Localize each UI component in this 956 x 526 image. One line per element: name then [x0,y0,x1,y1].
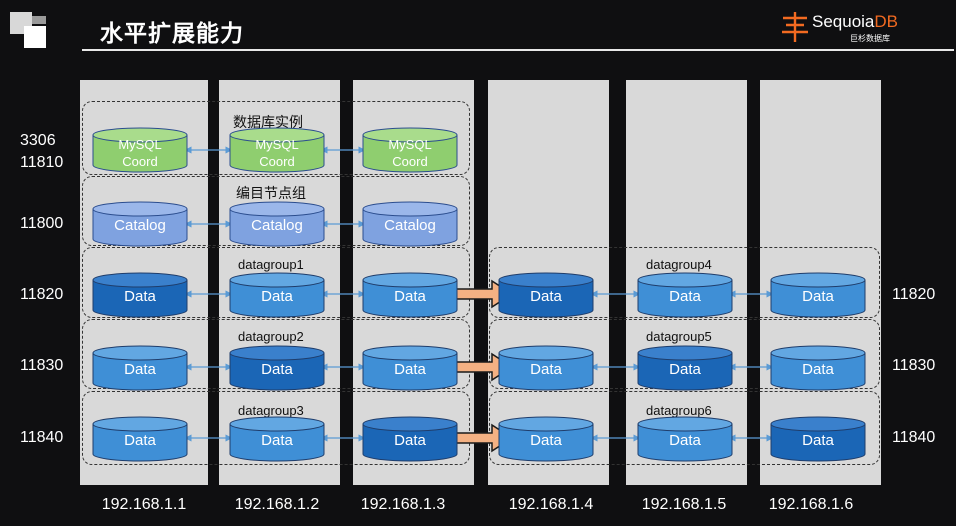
datagroup1-label: datagroup1 [238,257,304,272]
data-label: Data [124,432,156,449]
datagroup-row-3-right [489,391,880,465]
catalog-node-2: Catalog [229,201,325,247]
data-label: Data [802,432,834,449]
data-label: Data [394,432,426,449]
mysql-label: MySQL [255,137,299,152]
data-node-r3-c4: Data [498,416,594,462]
coord-label: Coord [259,154,295,169]
data-node-r2-c1: Data [92,345,188,391]
data-label: Data [530,288,562,305]
catalog-node-1: Catalog [92,201,188,247]
data-label: Data [394,288,426,305]
datagroup-row-1-left [82,247,470,318]
mysql-coord-node-3: MySQL Coord [362,127,458,173]
sequoia-tree-icon [782,12,808,42]
port-label-right-row2: 11830 [892,357,936,374]
datagroup-row-1-right [489,247,880,318]
port-label-catalog: 11800 [20,215,64,232]
host-ip-6: 192.168.1.6 [768,496,854,513]
data-node-r2-c4: Data [498,345,594,391]
datagroup3-label: datagroup3 [238,403,304,418]
data-node-r1-c2: Data [229,272,325,318]
title-underline [82,49,954,51]
port-label-data-row2: 11830 [20,357,64,374]
host-ip-4: 192.168.1.4 [508,496,594,513]
mysql-label: MySQL [388,137,432,152]
coord-label: Coord [122,154,158,169]
port-label-data-row1: 11820 [20,286,64,303]
datagroup6-label: datagroup6 [646,403,712,418]
brand-name: SequoiaDB [812,12,899,31]
data-node-r2-c2: Data [229,345,325,391]
mysql-coord-node-2: MySQL Coord [229,127,325,173]
datagroup2-label: datagroup2 [238,329,304,344]
data-node-r2-c5: Data [637,345,733,391]
db-instance-label: 数据库实例 [233,114,303,130]
mysql-coord-node-1: MySQL Coord [92,127,188,173]
host-ip-1: 192.168.1.1 [101,496,187,513]
data-node-r3-c2: Data [229,416,325,462]
host-ip-2: 192.168.1.2 [234,496,320,513]
host-ip-5: 192.168.1.5 [641,496,727,513]
data-node-r3-c6: Data [770,416,866,462]
catalog-label: Catalog [384,217,436,234]
data-label: Data [261,288,293,305]
catalog-group-label: 编目节点组 [236,185,306,201]
data-label: Data [261,361,293,378]
data-node-r3-c5: Data [637,416,733,462]
data-node-r1-c1: Data [92,272,188,318]
data-label: Data [802,361,834,378]
datagroup-row-3-left [82,391,470,465]
data-label: Data [669,432,701,449]
data-label: Data [530,432,562,449]
data-label: Data [124,288,156,305]
port-label-right-row3: 11840 [892,429,936,446]
data-label: Data [530,361,562,378]
catalog-node-3: Catalog [362,201,458,247]
mysql-label: MySQL [118,137,162,152]
host-ip-3: 192.168.1.3 [360,496,446,513]
catalog-label: Catalog [114,217,166,234]
datagroup4-label: datagroup4 [646,257,712,272]
data-node-r3-c3: Data [362,416,458,462]
port-label-mysql: 3306 [20,132,56,149]
port-label-coord: 11810 [20,154,64,171]
data-node-r2-c3: Data [362,345,458,391]
slide-title: 水平扩展能力 [100,21,244,47]
data-node-r1-c5: Data [637,272,733,318]
data-label: Data [669,361,701,378]
brand-logo: SequoiaDB 巨杉数据库 [780,10,930,46]
db-instance-group [82,101,470,175]
data-label: Data [669,288,701,305]
coord-label: Coord [392,154,428,169]
data-node-r2-c6: Data [770,345,866,391]
data-node-r3-c1: Data [92,416,188,462]
port-label-data-row3: 11840 [20,429,64,446]
datagroup5-label: datagroup5 [646,329,712,344]
port-label-right-row1: 11820 [892,286,936,303]
data-node-r1-c6: Data [770,272,866,318]
data-label: Data [261,432,293,449]
data-label: Data [802,288,834,305]
data-node-r1-c3: Data [362,272,458,318]
data-node-r1-c4: Data [498,272,594,318]
corner-logo [10,12,50,52]
catalog-label: Catalog [251,217,303,234]
data-label: Data [124,361,156,378]
data-label: Data [394,361,426,378]
brand-subtitle: 巨杉数据库 [850,34,890,43]
